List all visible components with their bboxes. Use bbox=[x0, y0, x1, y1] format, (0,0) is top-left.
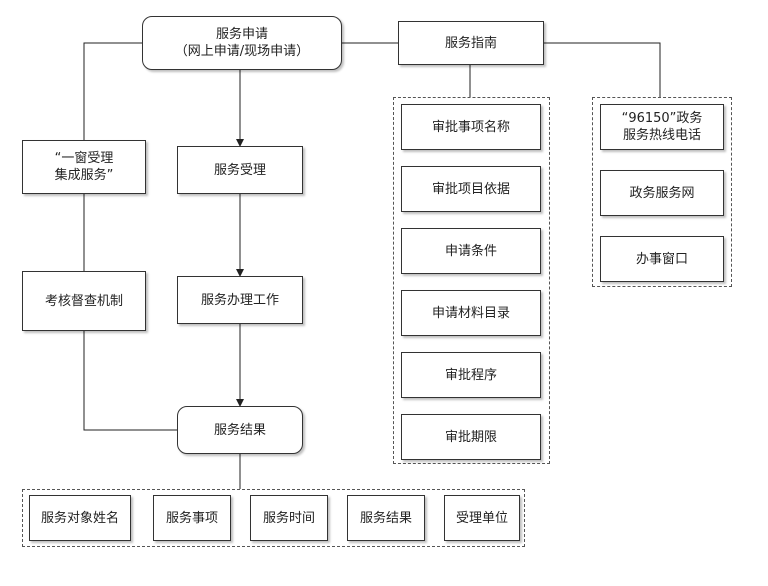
guide-items-group bbox=[393, 97, 550, 464]
guide-item-label: 申请条件 bbox=[444, 243, 497, 259]
channel-item-website-label: 政务服务网 bbox=[629, 185, 695, 201]
channels-group bbox=[592, 97, 732, 287]
guide-item-label: 审批期限 bbox=[444, 429, 497, 445]
node-service-accept: 服务受理 bbox=[177, 146, 303, 194]
node-service-apply-line2: （网上申请/现场申请） bbox=[174, 44, 310, 59]
result-field: 服务结果 bbox=[347, 495, 425, 541]
node-service-handle-label: 服务办理工作 bbox=[200, 292, 279, 308]
result-field-label: 受理单位 bbox=[455, 510, 508, 526]
node-single-window-line2: 集成服务” bbox=[54, 168, 114, 183]
guide-item-label: 申请材料目录 bbox=[431, 305, 510, 321]
node-service-result: 服务结果 bbox=[177, 406, 303, 454]
channel-item-hotline-line1: “96150”政务 bbox=[621, 111, 703, 126]
guide-item: 审批项目依据 bbox=[401, 166, 541, 212]
result-field-label: 服务结果 bbox=[359, 510, 412, 526]
line-assessment-result bbox=[83, 331, 177, 431]
guide-item: 审批期限 bbox=[401, 414, 541, 460]
result-field: 服务事项 bbox=[153, 495, 231, 541]
node-service-apply-line1: 服务申请 bbox=[215, 27, 268, 42]
node-single-window: “一窗受理 集成服务” bbox=[22, 140, 146, 194]
result-field: 服务时间 bbox=[250, 495, 328, 541]
node-service-apply: 服务申请 （网上申请/现场申请） bbox=[142, 16, 342, 70]
channel-item-hotline-line2: 服务热线电话 bbox=[622, 128, 701, 143]
guide-item: 审批程序 bbox=[401, 352, 541, 398]
line-apply-window bbox=[83, 42, 142, 140]
result-field-label: 服务时间 bbox=[262, 510, 315, 526]
node-service-guide: 服务指南 bbox=[398, 21, 544, 65]
node-assessment: 考核督查机制 bbox=[22, 271, 146, 331]
result-field: 服务对象姓名 bbox=[29, 495, 131, 541]
node-service-guide-label: 服务指南 bbox=[444, 35, 497, 51]
guide-item: 审批事项名称 bbox=[401, 104, 541, 150]
line-guide-channels bbox=[544, 42, 661, 97]
node-service-handle: 服务办理工作 bbox=[177, 276, 303, 324]
guide-item-label: 审批事项名称 bbox=[431, 119, 510, 135]
guide-item: 申请条件 bbox=[401, 228, 541, 274]
node-assessment-label: 考核督查机制 bbox=[44, 293, 123, 309]
result-field-label: 服务对象姓名 bbox=[40, 510, 119, 526]
result-field-label: 服务事项 bbox=[165, 510, 218, 526]
channel-item-window-label: 办事窗口 bbox=[635, 251, 688, 267]
guide-item: 申请材料目录 bbox=[401, 290, 541, 336]
channel-item-window: 办事窗口 bbox=[600, 236, 724, 282]
guide-item-label: 审批程序 bbox=[444, 367, 497, 383]
node-service-accept-label: 服务受理 bbox=[213, 162, 266, 178]
node-service-result-label: 服务结果 bbox=[213, 422, 266, 438]
result-field: 受理单位 bbox=[444, 495, 520, 541]
result-fields-group bbox=[22, 489, 525, 547]
channel-item-website: 政务服务网 bbox=[600, 170, 724, 216]
channel-item-hotline: “96150”政务 服务热线电话 bbox=[600, 104, 724, 150]
node-single-window-line1: “一窗受理 bbox=[54, 151, 114, 166]
guide-item-label: 审批项目依据 bbox=[431, 181, 510, 197]
